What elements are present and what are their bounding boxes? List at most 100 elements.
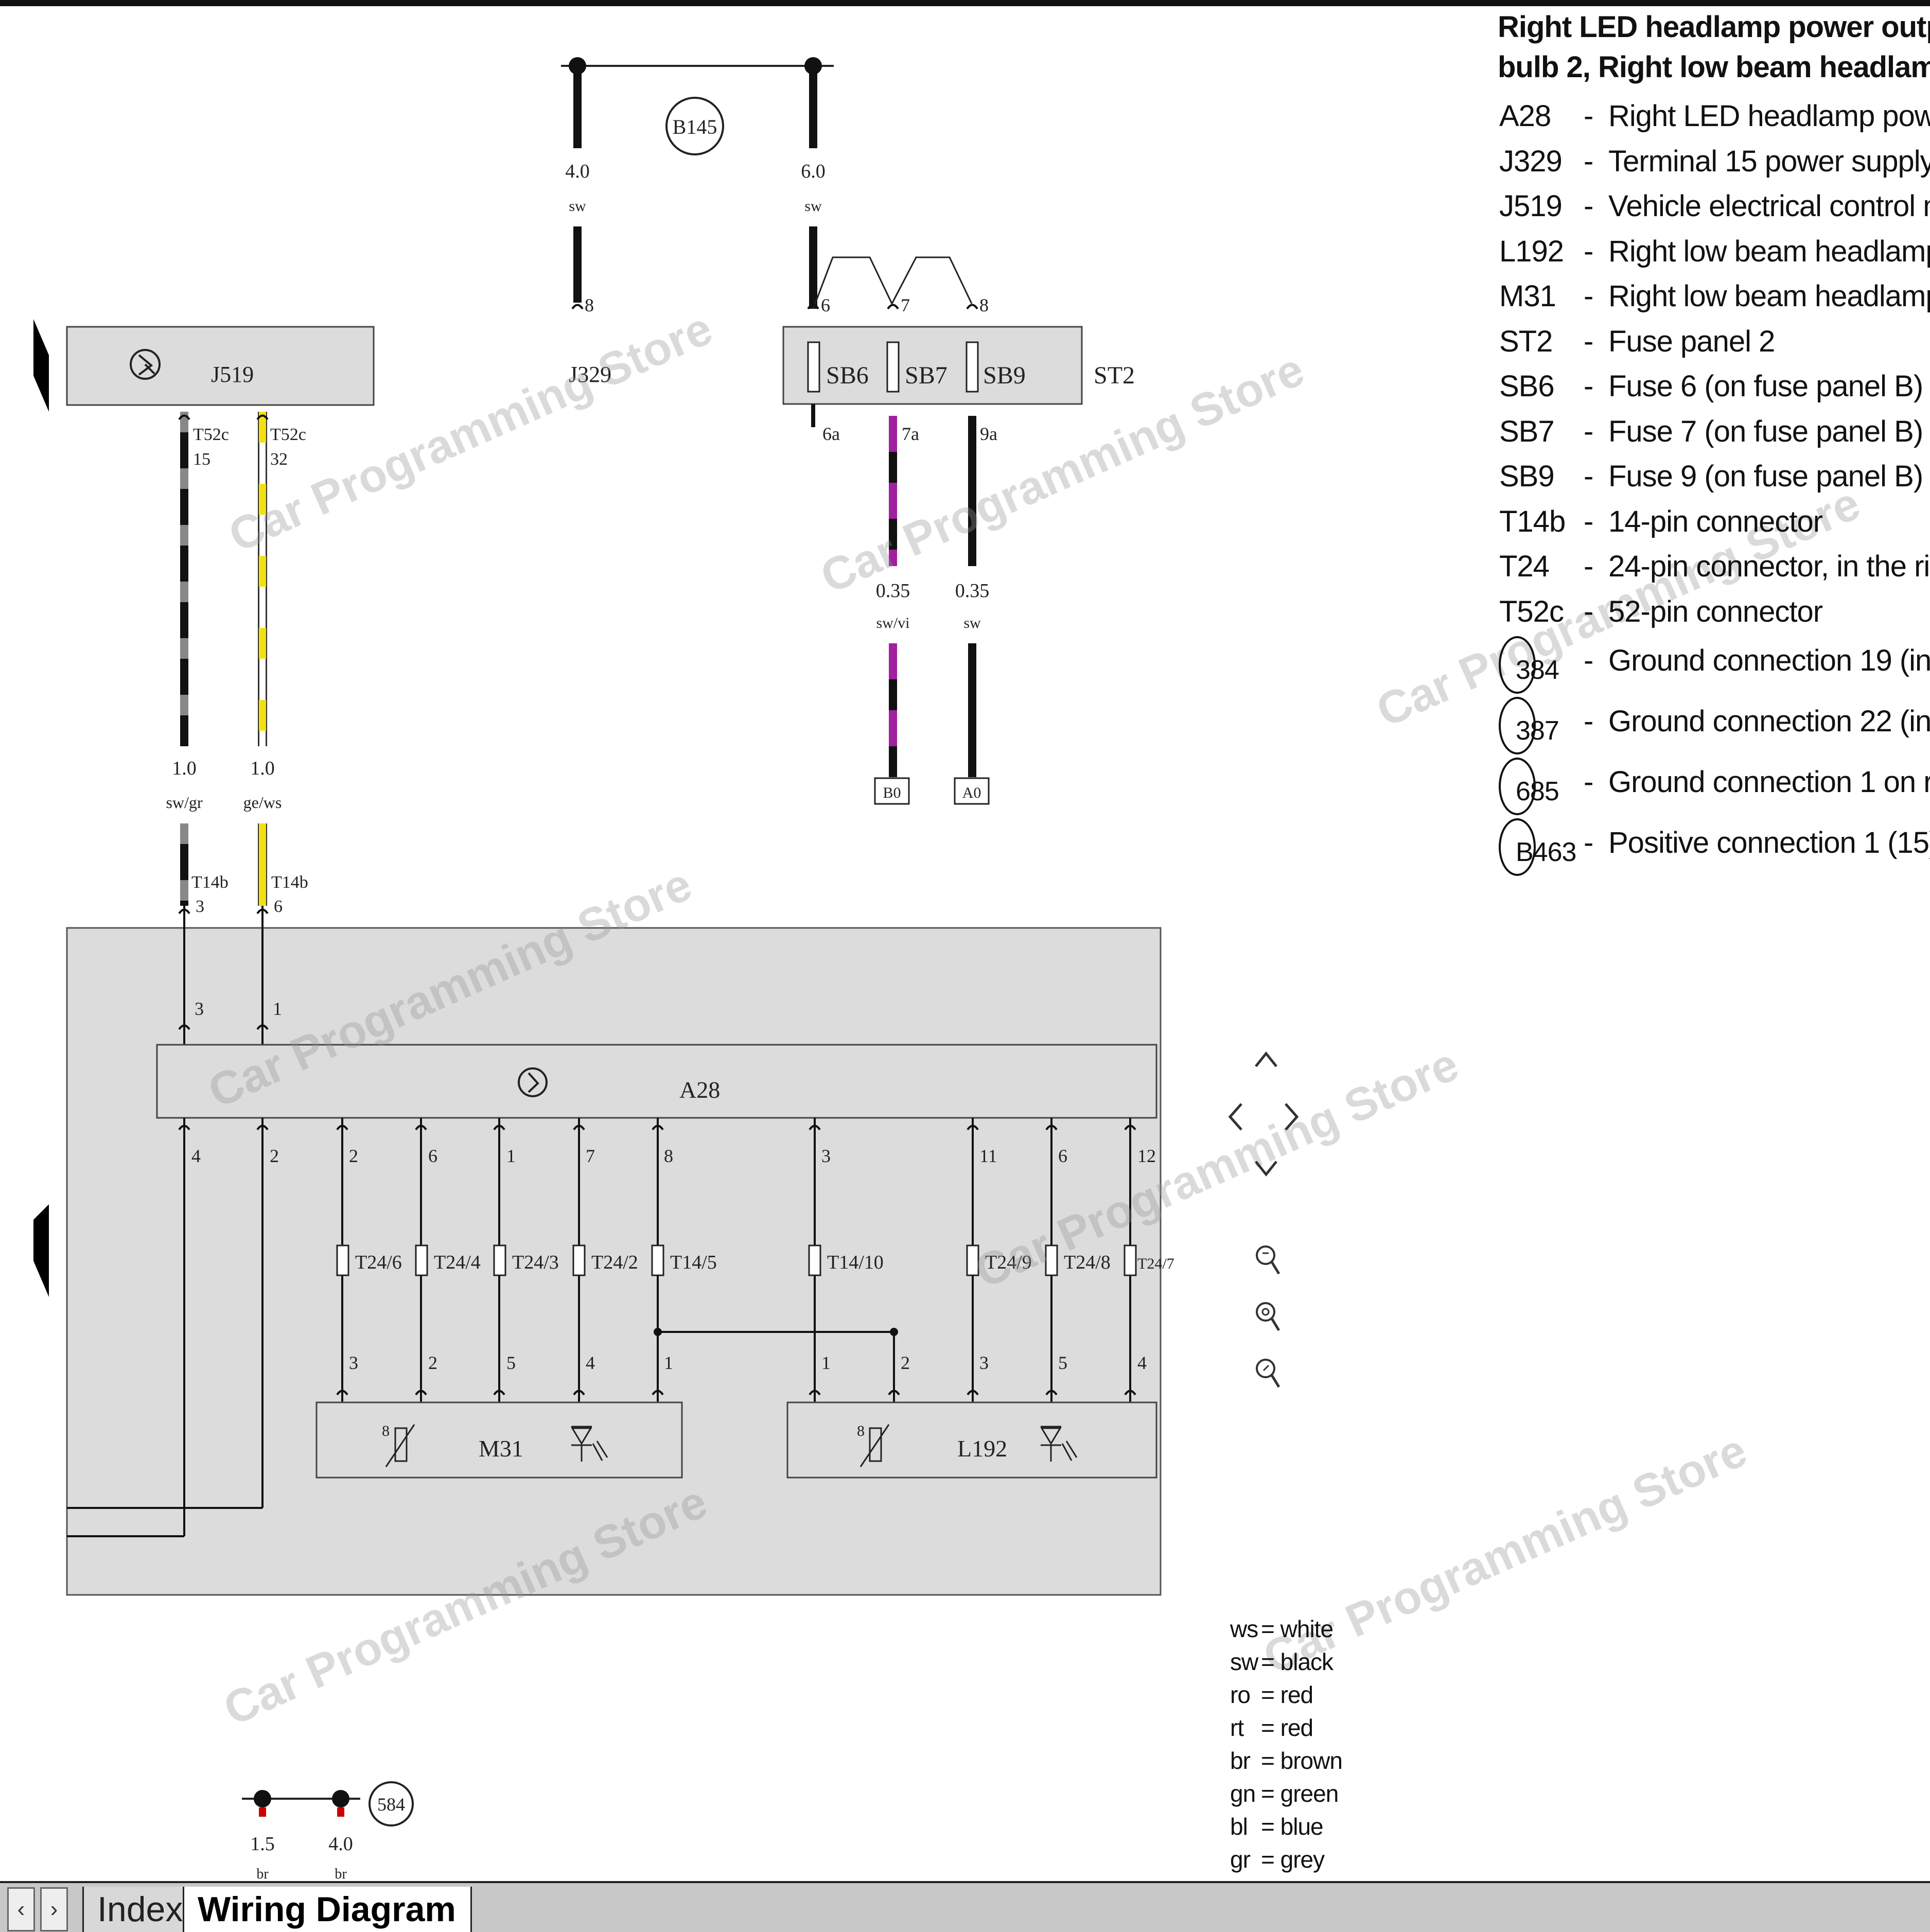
wire-t52c32-size: 1.0 [250,758,275,779]
j519-label: J519 [211,362,254,387]
l192-pin: 4 [1137,1353,1147,1373]
legend-row: M31-Right low beam headlamp bulb [1498,279,1930,324]
legend-code: M31 [1499,279,1556,313]
color-name: green [1280,1780,1339,1807]
zoom-out-button[interactable] [1253,1356,1284,1397]
a28-top-pin-1: 1 [273,998,282,1019]
legend-code: J329 [1499,144,1563,178]
m31-pin: 5 [506,1353,516,1373]
a28-pin: 8 [664,1146,673,1166]
junction-dot [254,1790,271,1807]
t24-label: T14/10 [827,1252,884,1273]
scroll-left-arrow-bottom[interactable] [33,1204,49,1297]
color-equals: = [1261,1813,1280,1840]
legend-code: SB7 [1499,414,1555,448]
pan-up-button[interactable] [1253,1045,1279,1074]
t52c-15-pin: 15 [193,450,210,469]
legend-row: T52c-52-pin connector [1498,594,1930,640]
wire-sb7-color: sw/vi [876,614,909,631]
color-code-entry: bl= blue [1230,1813,1384,1846]
zoom-in-button[interactable] [1253,1243,1284,1284]
legend-row: L192-Right low beam headlamp bulb [1498,234,1930,279]
j329-label: J329 [569,362,611,387]
zoom-fit-button[interactable] [1253,1299,1284,1340]
l192-resistor-icon [869,1427,882,1462]
ref-b0-box[interactable] [874,777,910,805]
chevron-down-icon [1255,1161,1277,1177]
m31-pin: 4 [586,1353,595,1373]
wire-j329-left-size: 4.0 [565,161,590,182]
t24-label: T24/4 [434,1252,481,1273]
j329-pin: 8 [585,295,594,315]
t24-6-connector [336,1244,349,1276]
wire-j329-right-size: 6.0 [801,161,826,182]
legend-code: T52c [1499,594,1564,628]
l192-pin: 3 [979,1353,989,1373]
legend-desc: Vehicle electrical control modu [1608,189,1930,223]
t24-label: T14/5 [670,1252,717,1273]
ref-a0-label: A0 [962,784,981,801]
pan-left-button[interactable] [1225,1101,1245,1137]
t52c-32-pin: 32 [270,450,288,469]
legend-row: SB9-Fuse 9 (on fuse panel B) [1498,459,1930,504]
wire-bottom-right-color: br [335,1866,347,1882]
t24-label: T24/8 [1064,1252,1111,1273]
wire-t52c15-size: 1.0 [172,758,197,779]
legend-row: T14b-14-pin connector [1498,504,1930,550]
legend-code: T14b [1499,504,1566,538]
legend-ground-row: 384-Ground connection 19 (in main [1498,636,1930,700]
legend-desc: Ground connection 1 on right fr [1608,765,1930,799]
t24-9-connector [966,1244,979,1276]
tab-prev-button[interactable]: ‹ [7,1887,35,1931]
m31-resistor-icon [394,1427,408,1462]
legend-desc: Right LED headlamp power ou [1608,99,1930,133]
legend-dash: - [1584,99,1593,133]
tab-next-button[interactable]: › [40,1887,68,1931]
junction-b145 [665,97,724,155]
legend-desc: Fuse 6 (on fuse panel B) [1608,370,1923,403]
color-abbr: br [1230,1747,1251,1774]
a28-pin: 4 [191,1146,201,1166]
legend-code: T24 [1499,550,1550,583]
legend-dash: - [1584,189,1593,223]
m31-pin: 3 [349,1353,358,1373]
color-equals: = [1261,1681,1280,1708]
chevron-up-icon [1255,1051,1277,1067]
t24-3-connector [493,1244,506,1276]
color-equals: = [1261,1615,1280,1642]
color-name: black [1280,1648,1334,1675]
diagram-nav-controls [1225,1045,1307,1405]
a28-pin: 2 [349,1146,358,1166]
color-abbr: rt [1230,1714,1244,1741]
l192-led-icon [1040,1426,1078,1462]
a28-pin: 3 [821,1146,831,1166]
color-abbr: gr [1230,1846,1251,1873]
ref-a0-box[interactable] [954,777,990,805]
junction-dot [654,1328,662,1336]
t24-label: T24/9 [985,1252,1032,1273]
magnifier-fit-icon [1256,1302,1280,1331]
legend-code: SB6 [1499,370,1555,403]
tab-wiring-diagram[interactable]: Wiring Diagram [183,1887,472,1932]
color-name: white [1280,1615,1334,1642]
legend-desc: Ground connection 19 (in main [1608,644,1930,677]
color-abbr: gn [1230,1780,1256,1807]
scroll-left-arrow-top[interactable] [33,319,49,412]
t24-7-connector [1124,1244,1137,1276]
color-code-entry: rt= red [1230,1714,1384,1747]
t14b-3-pin: 3 [196,897,204,916]
legend-row: SB6-Fuse 6 (on fuse panel B) [1498,369,1930,414]
pan-down-button[interactable] [1253,1155,1279,1184]
pan-right-button[interactable] [1282,1101,1302,1137]
legend-dash: - [1584,504,1593,538]
junction-584 [369,1781,414,1826]
pin-terminals [178,304,1136,1396]
legend-code: A28 [1499,99,1551,133]
l192-bulb [786,1401,1157,1479]
ground-number: 685 [1516,777,1559,806]
legend-desc: Fuse 9 (on fuse panel B) [1608,460,1923,493]
a28-control-icon [518,1067,548,1097]
tab-index[interactable]: Index [82,1887,199,1932]
t24-label: T24/2 [591,1252,638,1273]
a28-label: A28 [679,1077,720,1103]
